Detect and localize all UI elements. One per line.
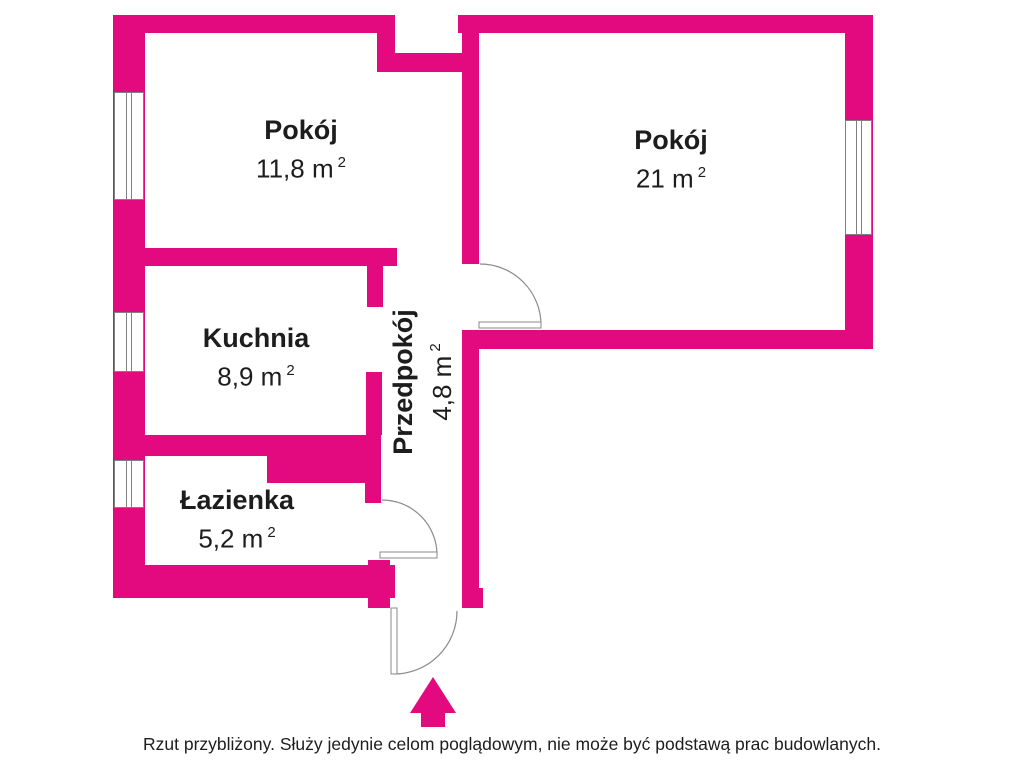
window-pane-line <box>126 93 128 199</box>
wall-entry-left-stub <box>368 560 390 608</box>
room-name: Przedpokój <box>388 309 419 455</box>
room-area-sup: 2 <box>286 362 295 379</box>
window-pane-line <box>856 121 857 234</box>
window-pane-line <box>131 313 133 371</box>
window-symbol-right <box>845 120 872 235</box>
room-name: Pokój <box>264 115 338 145</box>
window-pane-line <box>131 461 133 507</box>
wall-hall-top-notch <box>377 53 465 72</box>
door-leaf-bigroom <box>478 321 542 329</box>
window-pane-line <box>126 313 128 371</box>
wall-bigroom-bottom <box>462 330 873 349</box>
door-arc-bathroom <box>381 499 438 556</box>
window-pane-line <box>131 93 133 199</box>
wall-entry-right-stub <box>462 588 483 608</box>
disclaimer-text: Rzut przybliżony. Służy jedynie celom po… <box>143 734 881 754</box>
window-pane-line <box>126 461 128 507</box>
room-area-value: 11,8 m <box>256 153 334 184</box>
window-pane-line <box>860 121 862 234</box>
window-symbol-left-top <box>114 92 144 200</box>
wall-hall-right-upper <box>462 33 479 264</box>
wall-block-duct <box>267 435 381 483</box>
wall-divider-pokoj-kuchnia <box>145 248 397 266</box>
wall-kitchen-right-upper <box>367 266 383 307</box>
entrance-arrow-icon <box>410 677 456 727</box>
wall-hall-right-lower <box>462 330 479 588</box>
room-name: Kuchnia <box>202 323 310 353</box>
wall-top-left <box>113 15 395 33</box>
wall-bottom <box>113 565 395 598</box>
room-name: Pokój <box>634 125 708 155</box>
wall-kitchen-right-lower <box>366 372 382 435</box>
room-area-value: 5,2 m <box>198 523 264 554</box>
window-symbol-left-bottom <box>114 460 144 508</box>
room-area: 4,8 m 2 <box>420 309 459 455</box>
door-leaf-bathroom <box>379 551 438 559</box>
room-area-value: 21 m <box>635 163 694 194</box>
room-label-przedpokoj: Przedpokój 4,8 m 2 <box>387 309 459 455</box>
door-arc-bigroom <box>479 263 542 326</box>
room-area-sup: 2 <box>697 164 707 181</box>
room-name: Łazienka <box>179 485 295 515</box>
window-symbol-left-middle <box>114 312 144 372</box>
room-area-sup: 2 <box>267 524 276 541</box>
wall-top-right <box>458 15 873 33</box>
wall-bath-right <box>365 483 381 503</box>
door-leaf-entrance <box>390 607 398 675</box>
room-area-sup: 2 <box>337 154 346 171</box>
room-area-value: 8,9 m <box>217 361 283 392</box>
room-area-sup: 2 <box>427 343 445 352</box>
room-area-value: 4,8 m <box>426 355 457 421</box>
door-arc-entrance <box>393 610 458 675</box>
